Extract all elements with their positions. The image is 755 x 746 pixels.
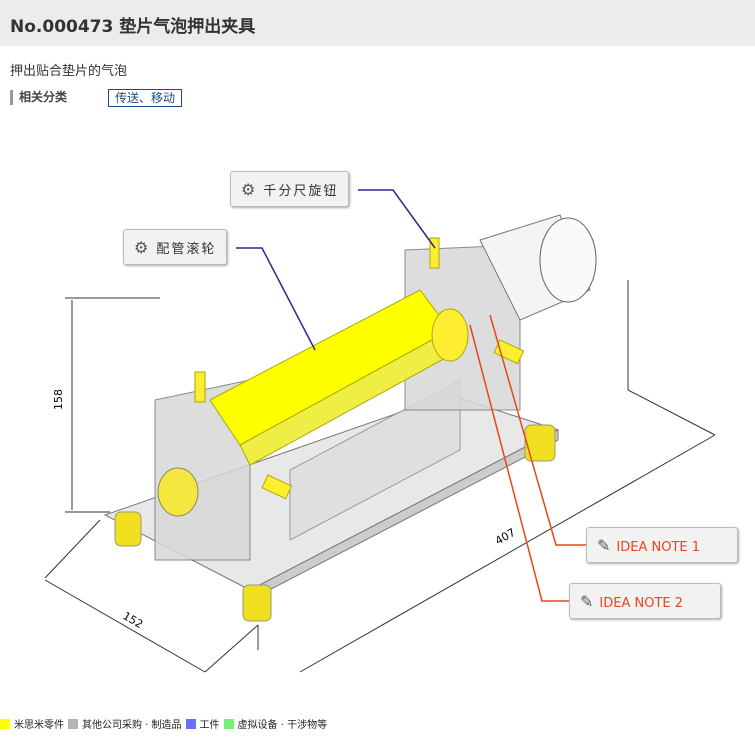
legend-swatch-other (68, 718, 78, 729)
header: No.000473 垫片气泡押出夹具 (0, 0, 755, 46)
dimension-width: 152 (121, 609, 146, 631)
pencil-icon: ✎ (580, 592, 594, 611)
callout-piping-roller[interactable]: ⚙配管滚轮 (123, 229, 228, 265)
callout-micrometer-knob[interactable]: ⚙千分尺旋钮 (230, 171, 350, 207)
gear-icon: ⚙ (134, 238, 151, 257)
page-title: No.000473 垫片气泡押出夹具 (10, 17, 256, 37)
dimension-length: 407 (493, 526, 518, 548)
pencil-icon: ✎ (597, 536, 611, 555)
legend-swatch-workpiece (185, 718, 196, 729)
dimension-height: 158 (52, 389, 65, 410)
category-tag-link[interactable]: 传送、移动 (108, 89, 183, 107)
category-label: 相关分类 (10, 90, 67, 105)
color-legend: 米思米零件 其他公司采购 · 制造品 工件 虚拟设备 · 干涉物等 (0, 716, 327, 731)
legend-swatch-misumi (0, 718, 10, 729)
idea-note-1-button[interactable]: ✎IDEA NOTE 1 (586, 527, 738, 563)
legend-swatch-virtual (223, 718, 234, 729)
description: 押出贴合垫片的气泡 (10, 64, 128, 79)
idea-note-2-button[interactable]: ✎IDEA NOTE 2 (569, 583, 721, 619)
gear-icon: ⚙ (241, 180, 258, 199)
